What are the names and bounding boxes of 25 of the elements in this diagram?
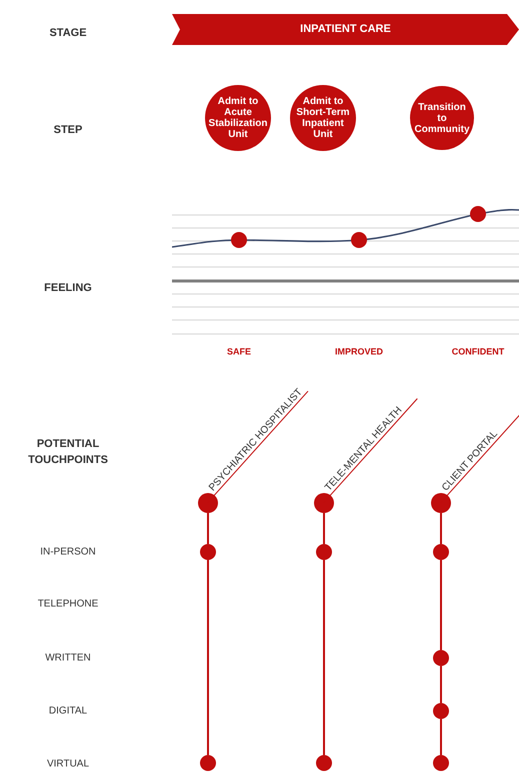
connector-line [440, 513, 442, 544]
feeling-label: SAFE [226, 345, 252, 358]
step-text: Admit to Short-Term Inpatient Unit [295, 96, 351, 140]
connector-line [440, 719, 442, 755]
row-label: TELEPHONE [36, 598, 100, 612]
row-label: DIGITAL [48, 704, 88, 718]
row-label: IN-PERSON [39, 546, 97, 560]
row-label: VIRTUAL [46, 758, 90, 772]
connector-line [207, 560, 209, 755]
connector-line [207, 513, 209, 544]
row-label: FEELING [43, 281, 93, 296]
stage-banner [172, 14, 519, 45]
row-label: WRITTEN [44, 652, 92, 666]
connector-line [440, 560, 442, 650]
feeling-label: IMPROVED [334, 345, 384, 358]
row-label: POTENTIAL TOUCHPOINTS [27, 437, 109, 468]
step-text: Transition to Community [414, 102, 470, 134]
row-label: STAGE [48, 26, 88, 41]
row-label: STEP [52, 123, 84, 138]
connector-line [323, 560, 325, 755]
connector-line [323, 513, 325, 544]
stage-title: INPATIENT CARE [300, 22, 391, 38]
step-text: Admit to Acute Stabilization Unit [208, 96, 268, 140]
feeling-label: CONFIDENT [450, 345, 506, 358]
connector-line [440, 666, 442, 703]
